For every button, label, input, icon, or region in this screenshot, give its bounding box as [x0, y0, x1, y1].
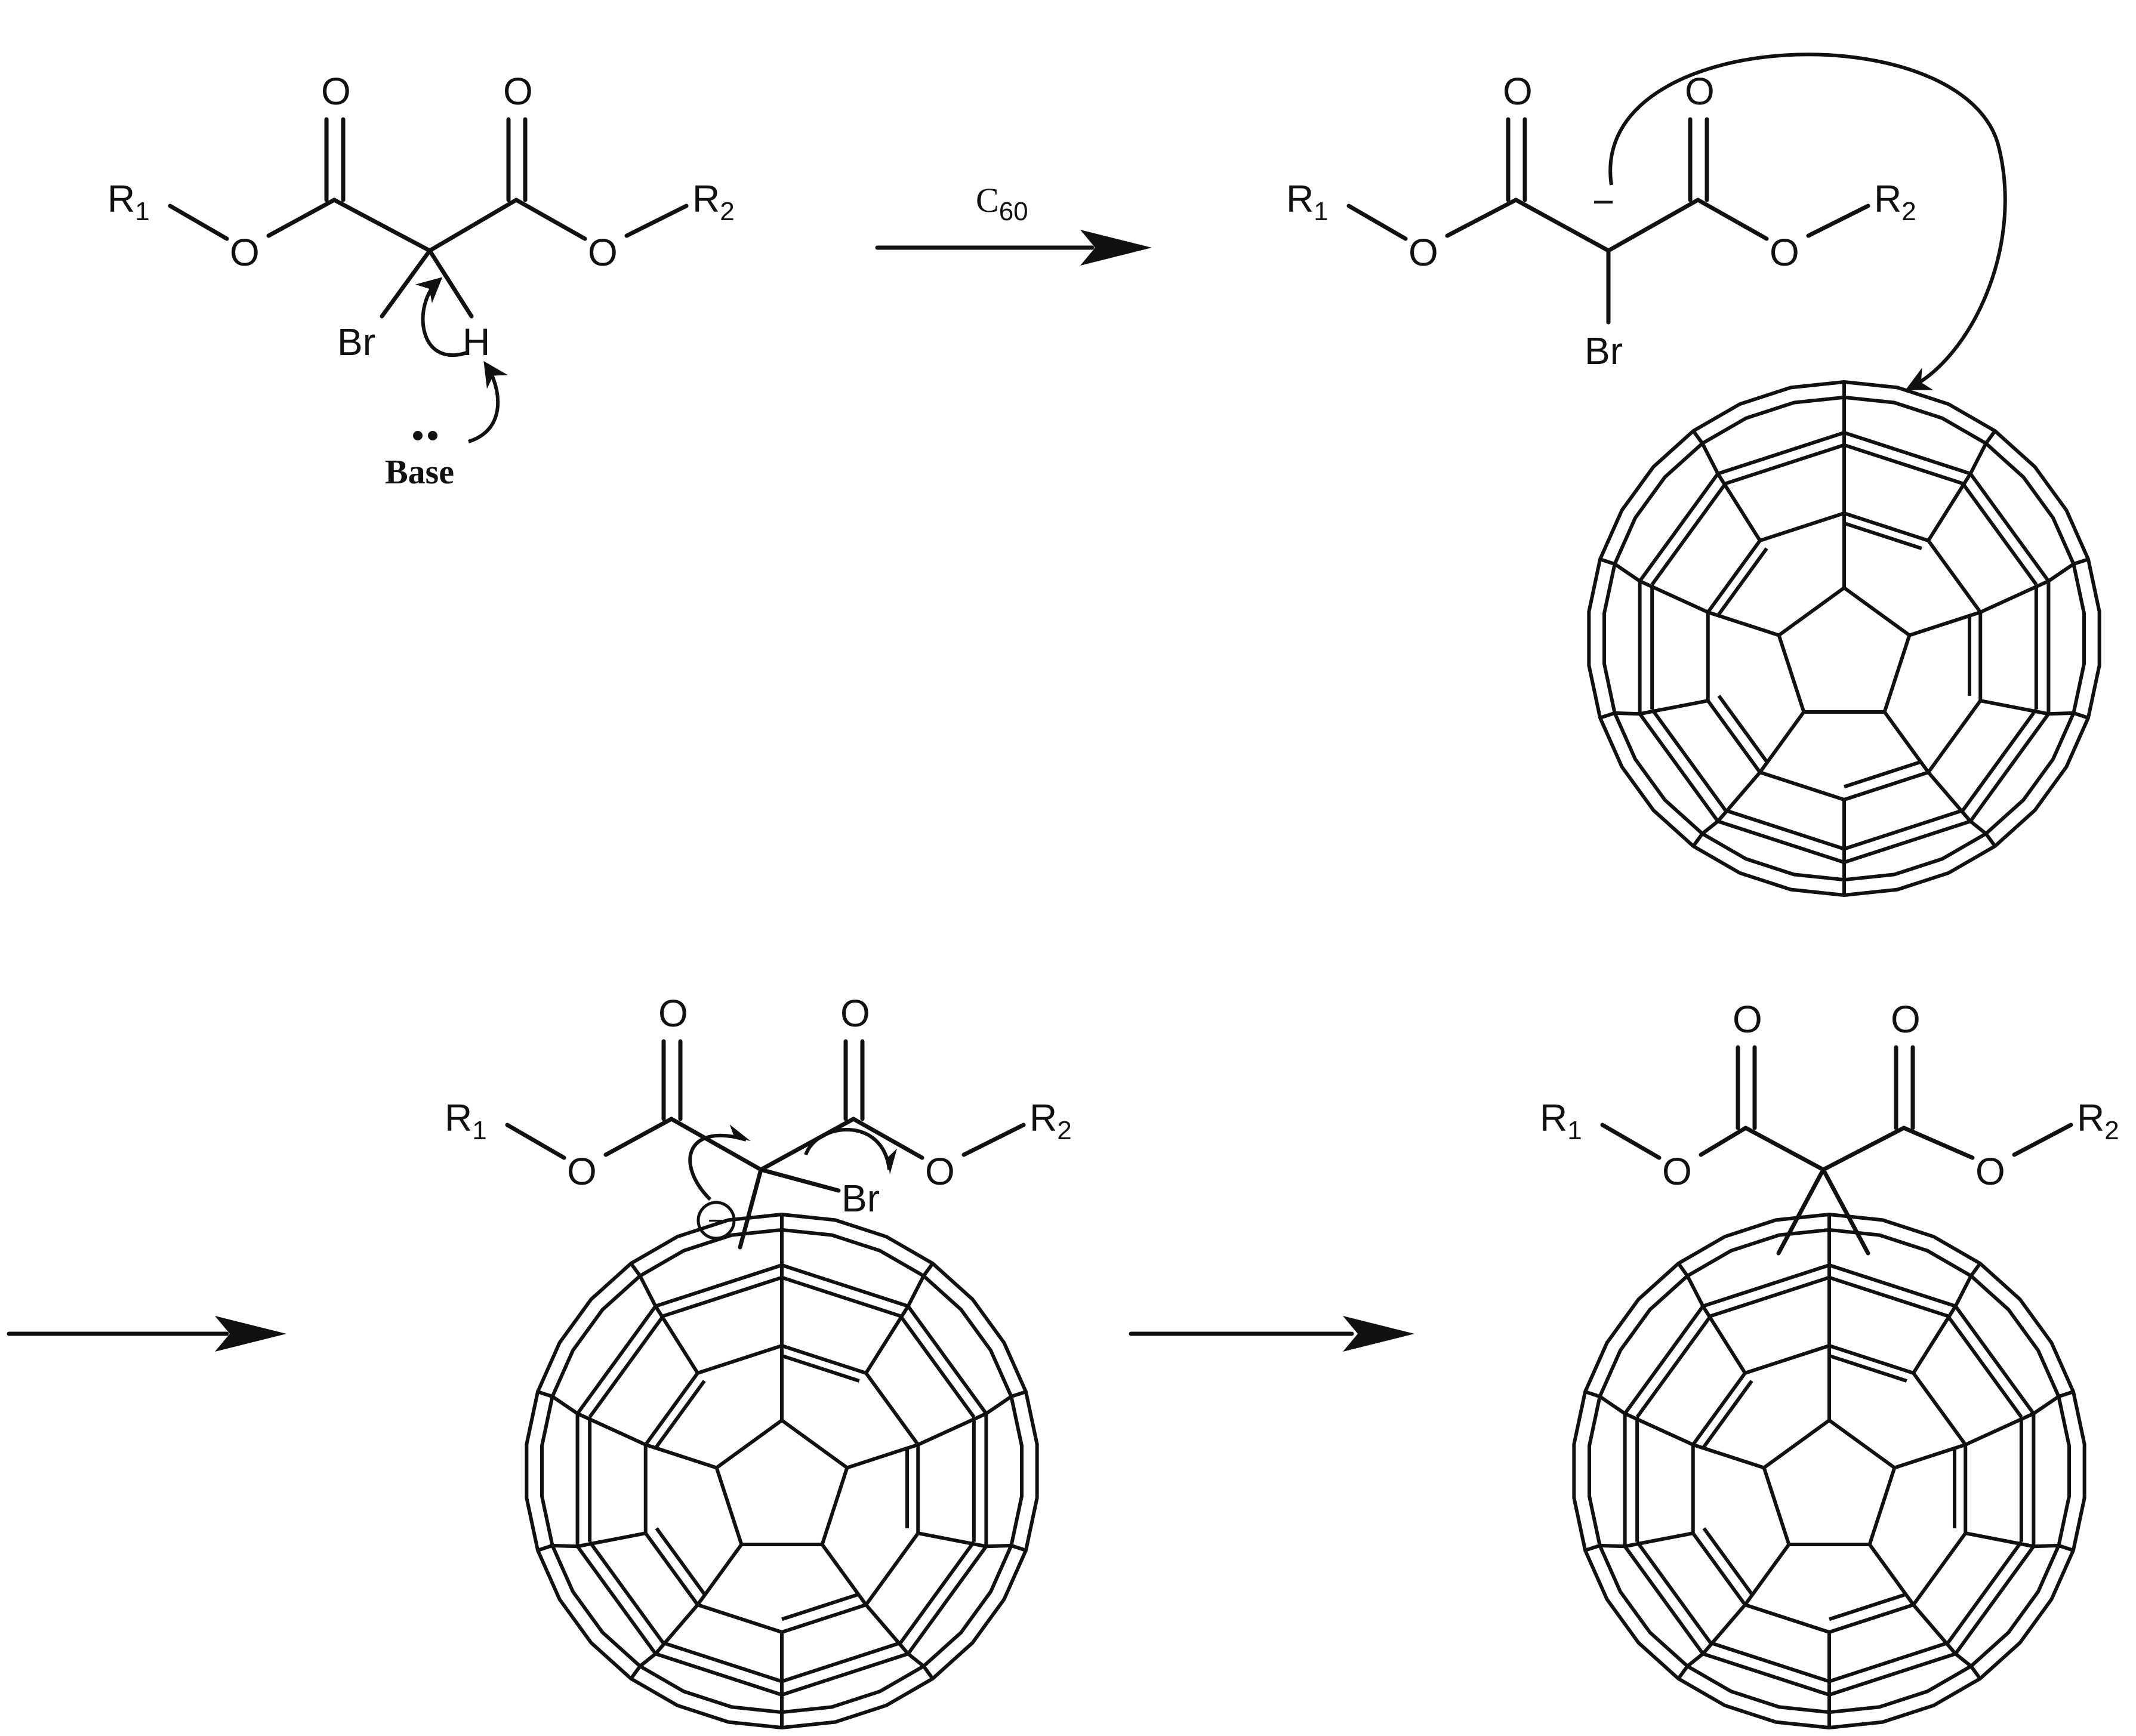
molecule-product: R1 O O O O R2 [1540, 998, 2119, 1729]
curly-arrow-ch [415, 277, 469, 357]
molecule-bromomalonate: R1 O O O O R2 Br H Base [107, 70, 735, 491]
molecule-carbanion: R1 O O O O R2 Br − [1286, 53, 2101, 897]
bromine-label: Br [337, 320, 375, 363]
r2-label: R2 [692, 177, 735, 226]
carbonyl-oxygen-right-3: O [840, 992, 870, 1035]
r1-label: R1 [107, 177, 150, 226]
r1-label-4: R1 [1540, 1096, 1582, 1145]
ester-oxygen-left-4: O [1662, 1150, 1692, 1193]
base-label: Base [385, 452, 454, 491]
curly-arrow-ring-close [688, 1124, 751, 1201]
ester-oxygen-right-3: O [925, 1150, 955, 1193]
bromine-label-2: Br [1585, 329, 1623, 372]
r2-label-2: R2 [1874, 177, 1916, 226]
ester-oxygen-right-4: O [1975, 1150, 2005, 1193]
r2-label-4: R2 [2077, 1096, 2119, 1145]
ester-oxygen-left: O [230, 231, 260, 274]
carbonyl-oxygen-right-4: O [1891, 998, 1921, 1041]
carbanion-charge: − [1592, 180, 1614, 223]
bromine-label-3: Br [842, 1177, 880, 1220]
reaction-arrow-2 [7, 1316, 286, 1352]
hydrogen-label: H [463, 320, 490, 363]
ester-oxygen-right: O [588, 231, 618, 274]
carbonyl-oxygen-left: O [321, 70, 351, 113]
curly-arrow-br-leave [804, 1127, 897, 1175]
carbonyl-oxygen-left-3: O [658, 992, 688, 1035]
c60-fullerene-intermediate [525, 1213, 1039, 1729]
c60-fullerene [1587, 380, 2101, 897]
curly-arrow-attack [1608, 53, 2007, 390]
c60-fullerene-product [1572, 1213, 2086, 1729]
carbonyl-oxygen-left-4: O [1733, 998, 1762, 1041]
reaction-arrow-3 [1129, 1316, 1414, 1352]
reaction-arrow-1: C60 [875, 181, 1152, 266]
r2-label-3: R2 [1030, 1096, 1072, 1145]
reagent-c60: C60 [976, 181, 1028, 226]
r1-label-2: R1 [1286, 177, 1329, 226]
r1-label-3: R1 [445, 1096, 487, 1145]
carbonyl-oxygen-left-2: O [1503, 70, 1533, 113]
ester-oxygen-left-3: O [567, 1150, 597, 1193]
anion-charge: − [708, 1206, 723, 1235]
ester-oxygen-left-2: O [1408, 231, 1438, 274]
ester-oxygen-right-2: O [1770, 231, 1799, 274]
molecule-intermediate: R1 O O O O R2 Br − [445, 992, 1072, 1729]
curly-arrow-base [468, 360, 508, 443]
carbonyl-oxygen-right: O [503, 70, 533, 113]
